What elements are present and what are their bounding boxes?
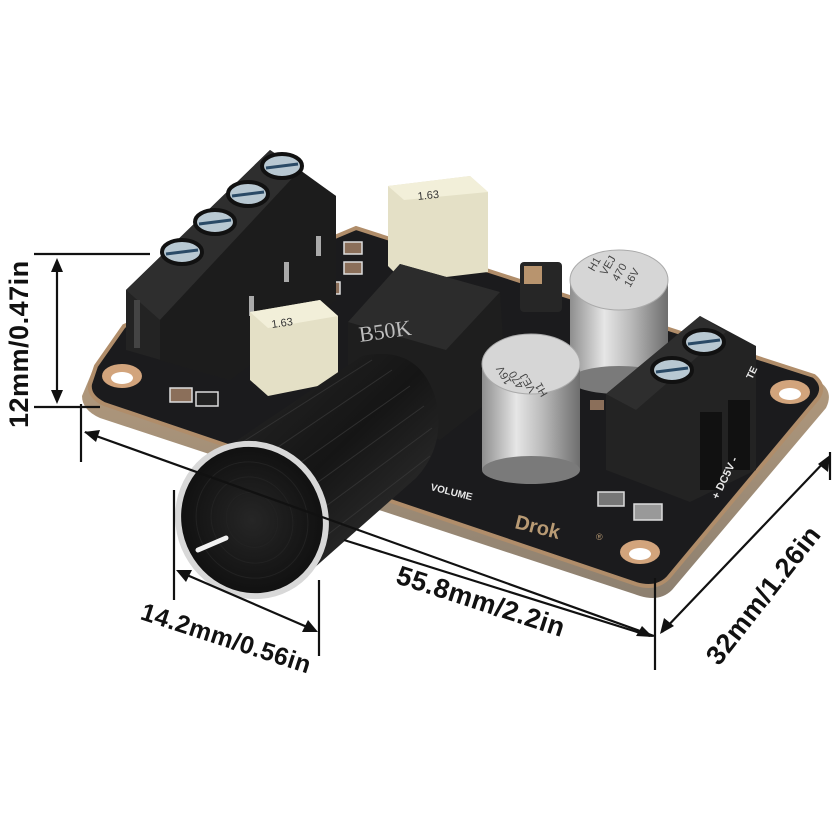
dimension-lines <box>34 252 832 670</box>
dimension-height-label: 12mm/0.47in <box>4 260 34 428</box>
film-capacitor: 1.63 <box>388 176 488 282</box>
mounting-hole <box>770 380 810 404</box>
inductor <box>520 262 562 312</box>
mounting-hole <box>102 364 142 388</box>
svg-text:1.63: 1.63 <box>417 189 440 203</box>
smd-components <box>169 241 663 521</box>
mounting-hole <box>620 540 660 564</box>
volume-knob <box>175 353 439 600</box>
silkscreen-fragment: TE <box>745 365 761 382</box>
knob-indicator <box>195 535 229 553</box>
svg-text:1.63: 1.63 <box>271 316 294 331</box>
electrolytic-capacitor: 16V 470 VEJ H1 <box>481 333 581 484</box>
svg-text:®: ® <box>596 532 603 542</box>
film-capacitor: 1.63 <box>250 300 338 396</box>
terminal-block-2pin <box>606 316 756 502</box>
